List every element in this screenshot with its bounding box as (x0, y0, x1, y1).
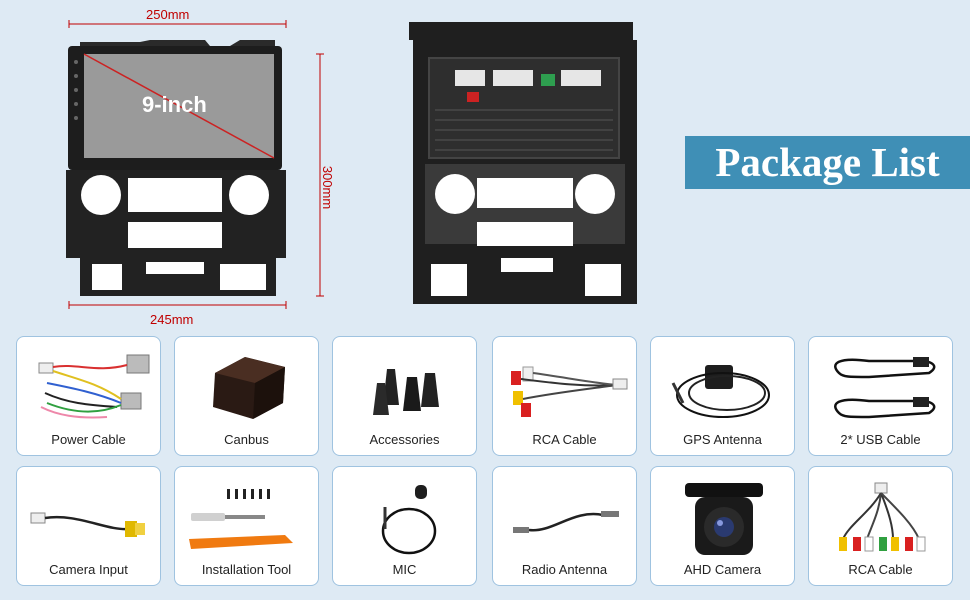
camera-input-cable-icon (30, 512, 145, 537)
package-item-label: Power Cable (51, 432, 126, 447)
package-item-accessories: Accessories (332, 336, 477, 456)
package-item-canbus: Canbus (174, 336, 319, 456)
back-view-diagram (409, 22, 637, 304)
package-item-installation-tool: Installation Tool (174, 466, 319, 586)
wire-harness-icon (38, 354, 150, 419)
microphone-icon (381, 485, 437, 555)
package-item-label: Radio Antenna (521, 562, 608, 577)
package-item-rca-cable-2: RCA Cable (808, 466, 953, 586)
gps-antenna-icon (671, 365, 770, 418)
package-item-usb-cable: 2* USB Cable (808, 336, 953, 456)
rca-cable-icon (511, 366, 628, 417)
package-item-label: MIC (392, 562, 417, 577)
package-item-power-cable: Power Cable (16, 336, 161, 456)
package-list-banner: Package List (685, 136, 970, 189)
canbus-box-icon (213, 357, 285, 419)
package-item-label: Accessories (369, 432, 440, 447)
package-item-label: GPS Antenna (683, 432, 762, 447)
package-item-gps-antenna: GPS Antenna (650, 336, 795, 456)
package-item-radio-antenna: Radio Antenna (492, 466, 637, 586)
package-item-label: Canbus (224, 432, 269, 447)
usb-cable-icon (834, 357, 936, 419)
package-item-camera-input: Camera Input (16, 466, 161, 586)
package-item-label: RCA Cable (532, 432, 597, 447)
package-item-label: AHD Camera (683, 562, 762, 577)
package-item-label: RCA Cable (848, 562, 913, 577)
package-item-mic: MIC (332, 466, 477, 586)
package-item-label: Camera Input (49, 562, 128, 577)
package-item-label: 2* USB Cable (840, 432, 921, 447)
installation-tool-icon (189, 489, 293, 549)
camera-icon (685, 483, 763, 555)
rca-cable-icon (839, 482, 926, 552)
dimension-width-top: 250mm (146, 7, 190, 22)
package-item-label: Installation Tool (201, 562, 292, 577)
front-view-diagram (66, 20, 324, 309)
screen-size-label: 9-inch (142, 92, 207, 117)
clips-icon (373, 369, 439, 415)
package-item-ahd-camera: AHD Camera (650, 466, 795, 586)
radio-antenna-icon (513, 511, 619, 533)
package-item-rca-cable: RCA Cable (492, 336, 637, 456)
dimension-width-bottom: 245mm (150, 312, 194, 327)
